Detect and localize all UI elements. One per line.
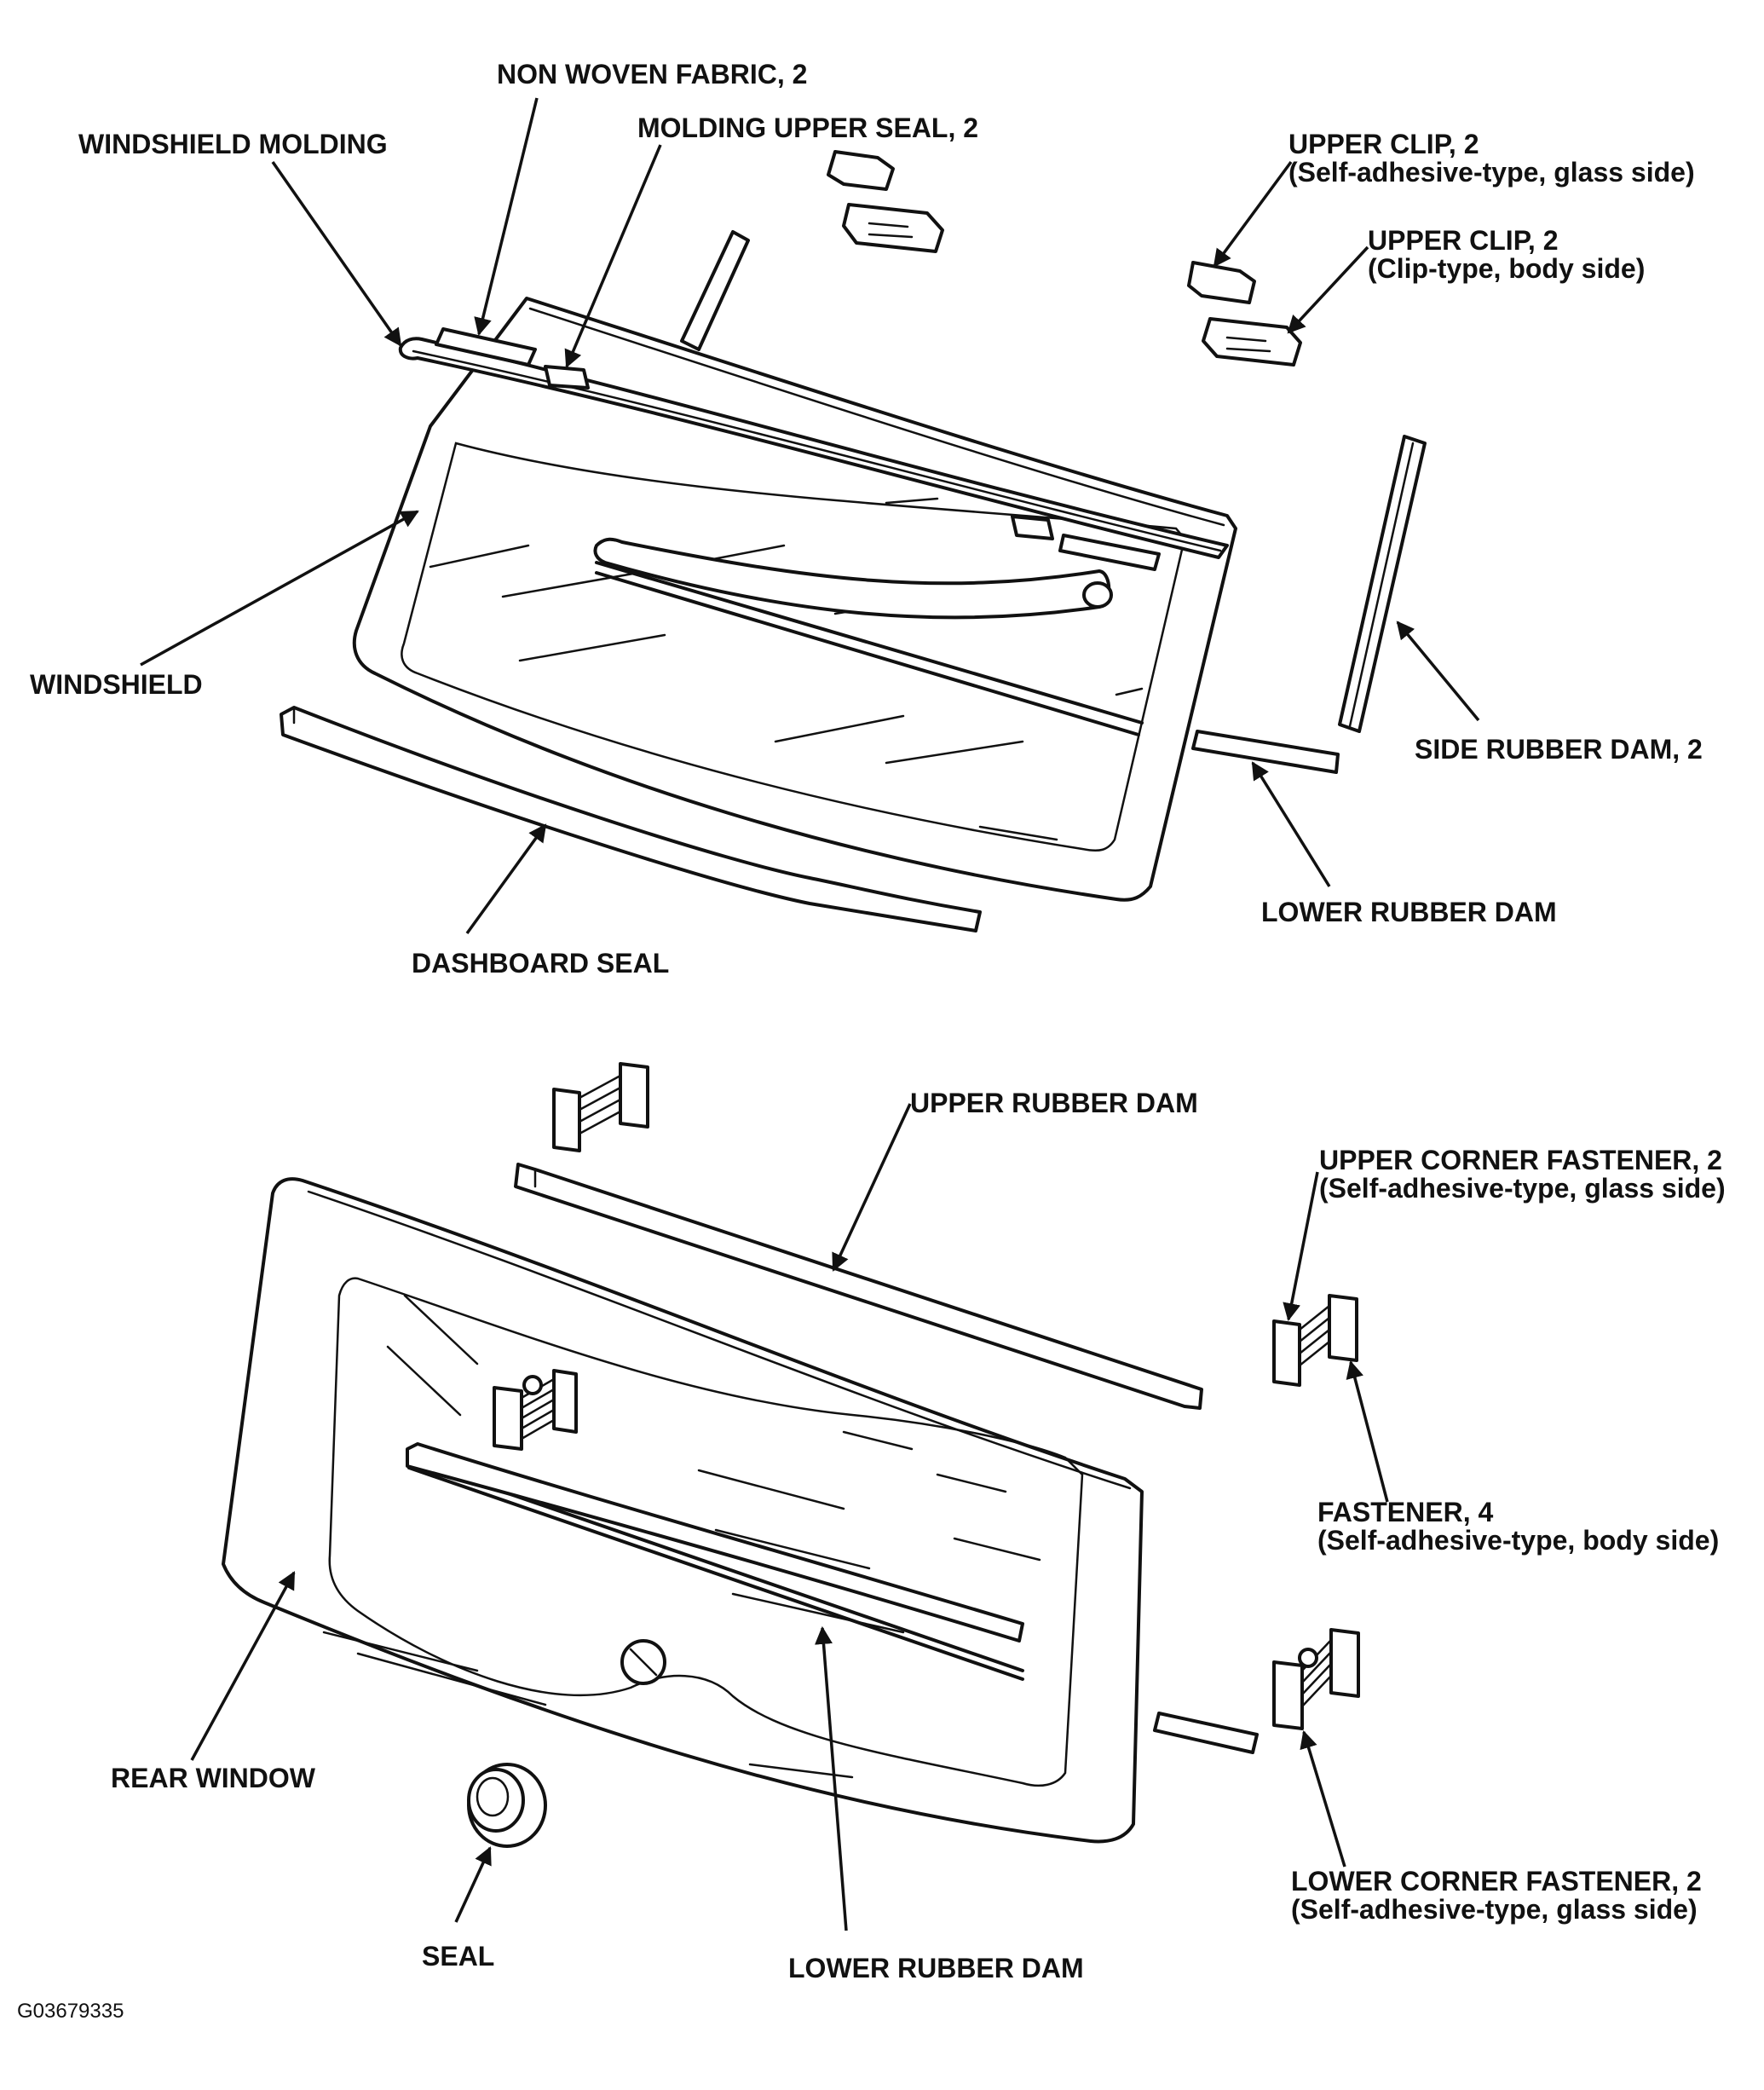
upper-clip-glass-side-part xyxy=(827,150,1256,304)
leader-upper-corner-fastener xyxy=(1283,1171,1319,1322)
leader-lower-rubber-dam-top xyxy=(1251,761,1331,887)
side-rubber-dam-part xyxy=(1338,435,1427,733)
non-woven-fabric-right-part xyxy=(1058,534,1161,571)
seal-part xyxy=(467,1763,547,1848)
label-non-woven-fabric: NON WOVEN FABRIC, 2 xyxy=(497,59,807,89)
glass-side-fastener-on-window xyxy=(493,1369,578,1451)
rear-window-assembly xyxy=(222,1062,1360,1848)
leader-side-rubber-dam xyxy=(1396,621,1480,722)
leader-non-woven-fabric xyxy=(474,97,539,337)
label-windshield: WINDSHIELD xyxy=(30,669,203,700)
leader-upper-clip-glass xyxy=(1213,160,1293,268)
lower-rubber-dam-top-part xyxy=(1191,730,1340,774)
leader-lower-rubber-dam-bottom xyxy=(815,1625,848,1931)
leader-fastener xyxy=(1346,1360,1389,1503)
molding-upper-seal-part xyxy=(544,365,1054,540)
leader-dashboard-seal xyxy=(465,823,547,935)
lower-rubber-dam-bottom-part xyxy=(406,1442,1024,1643)
label-fastener-note: (Self-adhesive-type, body side) xyxy=(1317,1525,1719,1556)
label-side-rubber-dam: SIDE RUBBER DAM, 2 xyxy=(1415,734,1703,765)
label-lower-corner-fastener: LOWER CORNER FASTENER, 2 xyxy=(1291,1866,1702,1897)
label-seal: SEAL xyxy=(422,1941,494,1972)
label-lower-rubber-dam-top: LOWER RUBBER DAM xyxy=(1261,897,1557,927)
top-fastener-pair xyxy=(552,1062,649,1152)
label-fastener: FASTENER, 4 xyxy=(1317,1497,1493,1527)
label-upper-clip-glass: UPPER CLIP, 2 xyxy=(1288,129,1479,159)
windshield-assembly xyxy=(280,150,1427,932)
label-upper-clip-body-note: (Clip-type, body side) xyxy=(1368,253,1645,284)
label-upper-corner-fastener: UPPER CORNER FASTENER, 2 xyxy=(1319,1145,1722,1175)
label-upper-rubber-dam: UPPER RUBBER DAM xyxy=(910,1088,1198,1118)
leader-lower-corner-fastener xyxy=(1300,1729,1346,1868)
non-woven-fabric-part xyxy=(435,327,537,367)
lower-rubber-dam-right-part xyxy=(1153,1712,1259,1754)
label-upper-clip-body: UPPER CLIP, 2 xyxy=(1368,225,1558,256)
leader-upper-rubber-dam xyxy=(832,1103,912,1272)
leader-upper-clip-body xyxy=(1287,245,1369,334)
molding-seal-strip xyxy=(593,537,1113,620)
label-lower-corner-fastener-note: (Self-adhesive-type, glass side) xyxy=(1291,1894,1698,1925)
leader-windshield-molding xyxy=(271,160,402,347)
leader-windshield xyxy=(140,510,419,667)
lower-corner-fastener-part xyxy=(1272,1628,1360,1730)
leader-molding-upper-seal xyxy=(564,144,662,368)
label-windshield-molding: WINDSHIELD MOLDING xyxy=(78,129,388,159)
figure-id: G03679335 xyxy=(17,2000,124,2023)
leader-rear-window xyxy=(190,1571,296,1761)
upper-rubber-dam-part xyxy=(514,1163,1203,1410)
label-upper-corner-fastener-note: (Self-adhesive-type, glass side) xyxy=(1319,1173,1726,1204)
label-rear-window: REAR WINDOW xyxy=(111,1763,316,1793)
dashboard-seal-part xyxy=(280,706,982,932)
callout-labels: NON WOVEN FABRIC, 2 WINDSHIELD MOLDING M… xyxy=(17,59,1726,2023)
upper-clip-body-side-part xyxy=(842,203,1302,367)
rear-window-glass xyxy=(222,1177,1144,1844)
upper-corner-fastener-part xyxy=(1272,1294,1358,1387)
label-upper-clip-glass-note: (Self-adhesive-type, glass side) xyxy=(1288,157,1695,188)
label-molding-upper-seal: MOLDING UPPER SEAL, 2 xyxy=(637,113,978,143)
label-dashboard-seal: DASHBOARD SEAL xyxy=(412,948,669,979)
leader-seal xyxy=(454,1846,492,1923)
label-lower-rubber-dam-bottom: LOWER RUBBER DAM xyxy=(788,1953,1084,1983)
leader-lines xyxy=(140,97,1480,1931)
